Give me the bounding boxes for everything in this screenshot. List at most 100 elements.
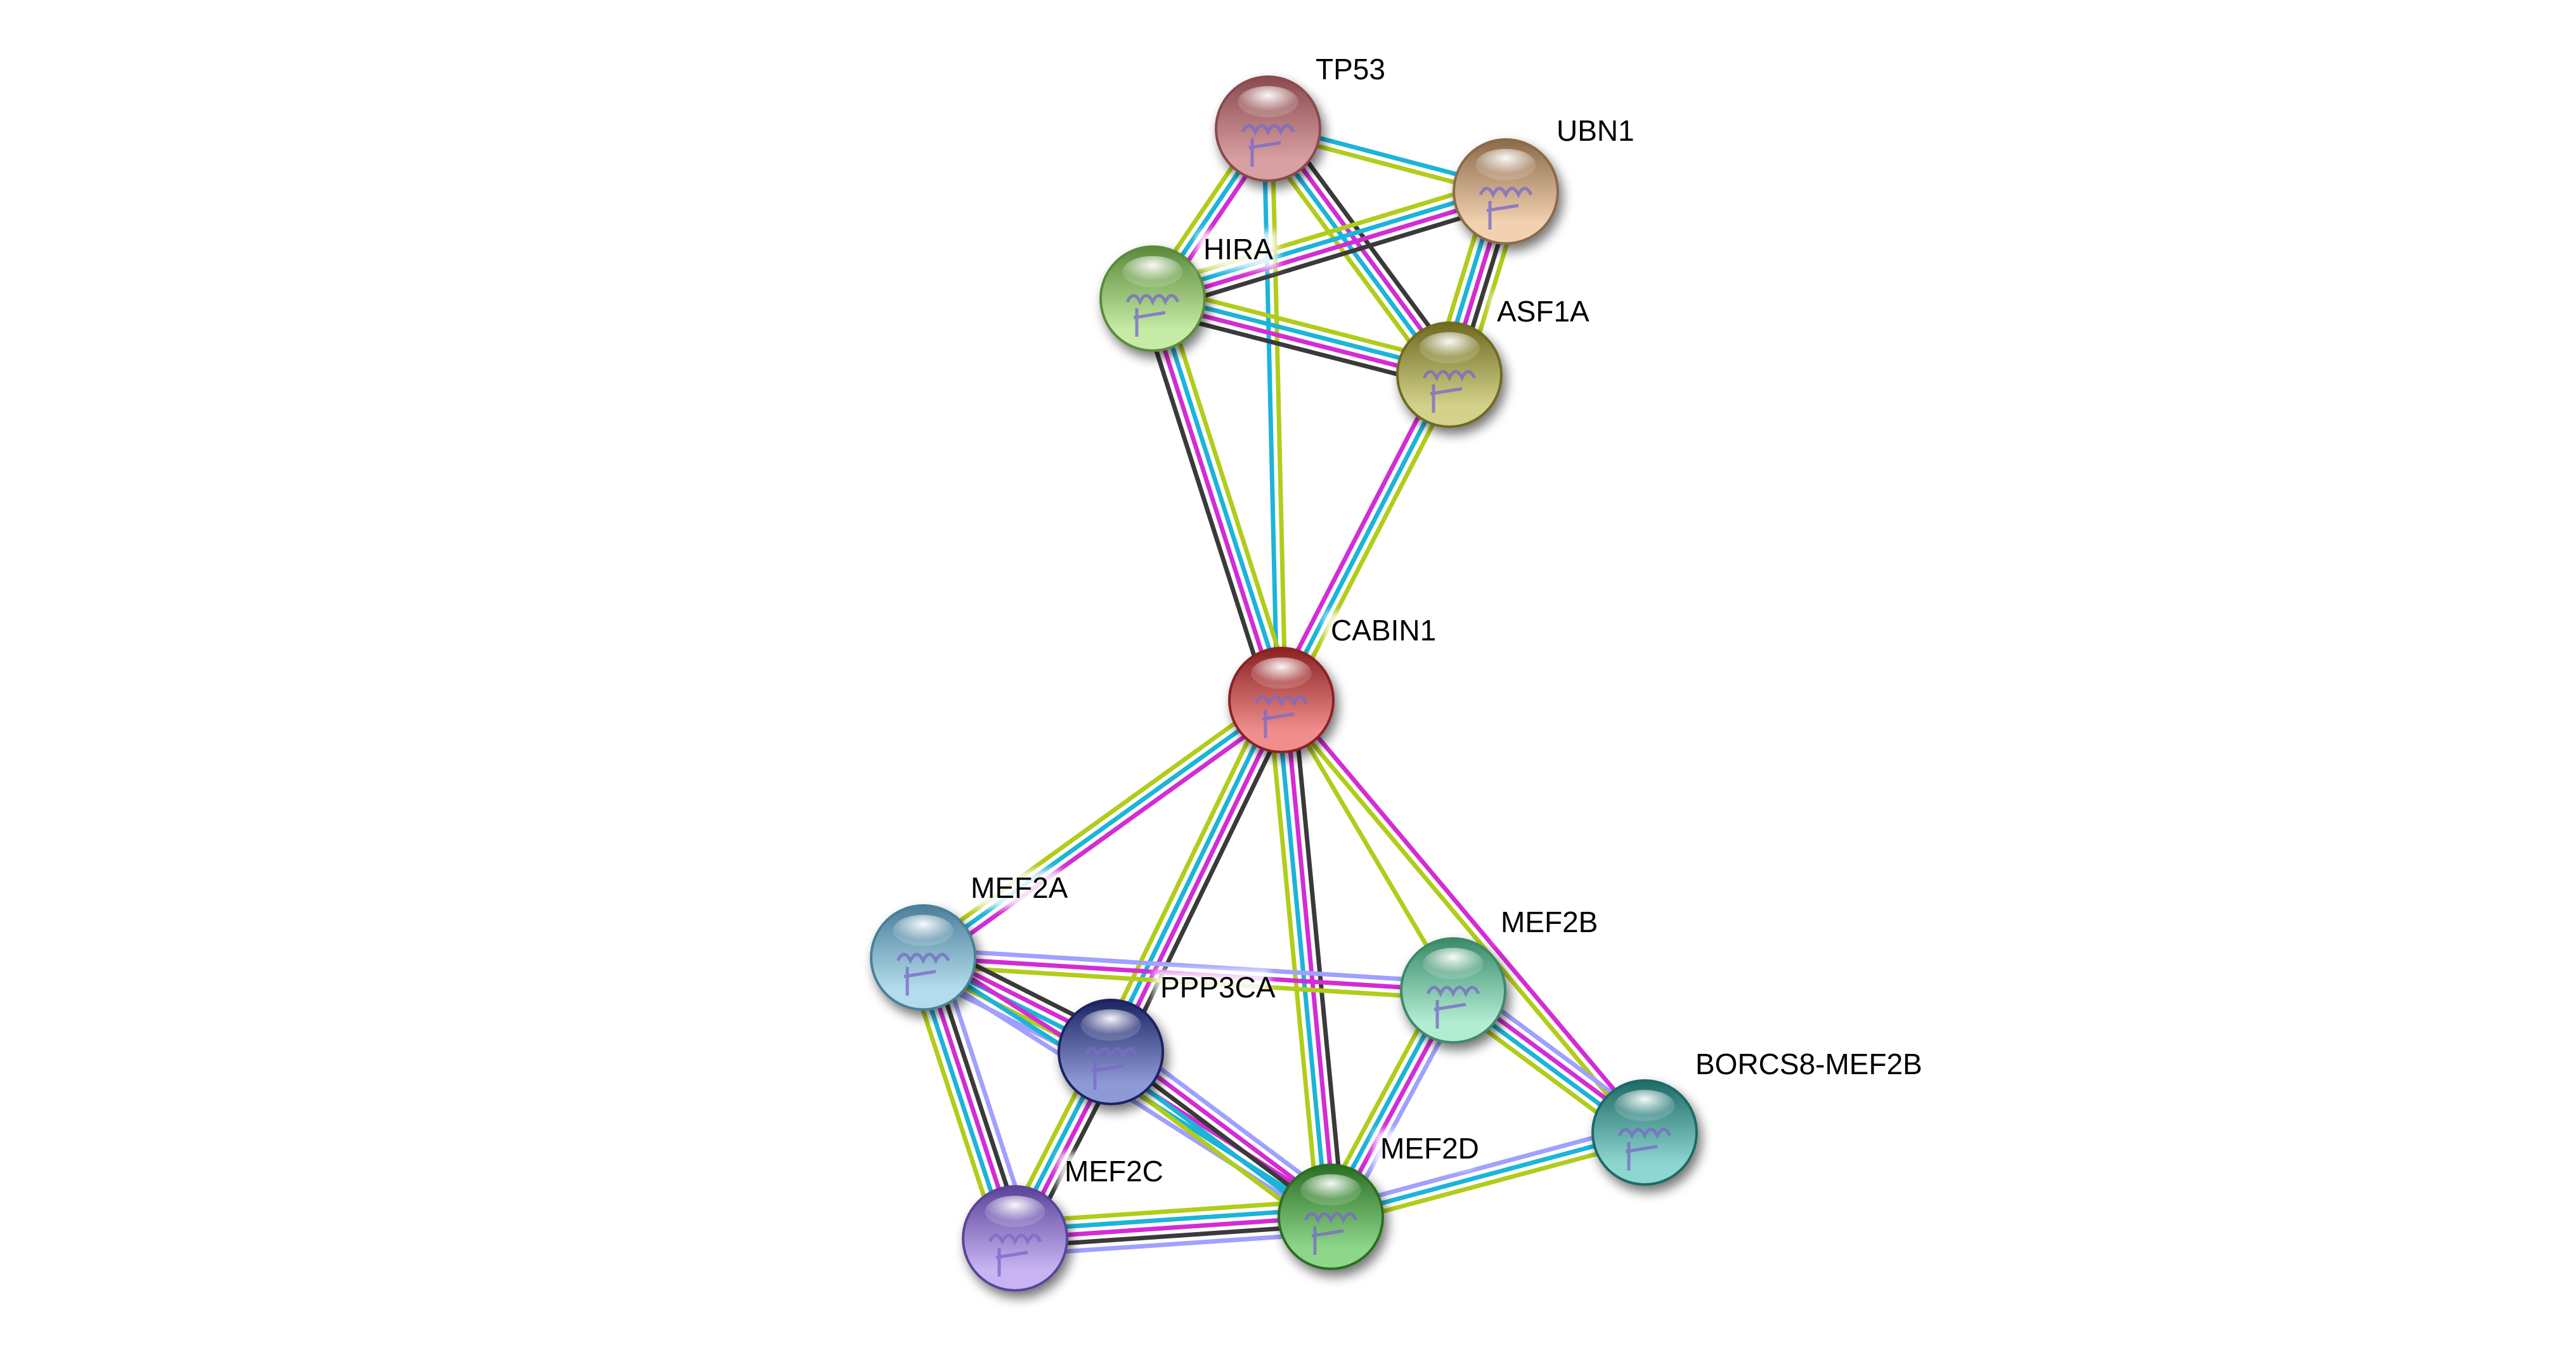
- node-gloss-highlight: [1122, 256, 1183, 287]
- protein-structure-icon: [1241, 124, 1295, 167]
- label-background: [1058, 1153, 1156, 1191]
- node-ppp3ca[interactable]: [1058, 999, 1164, 1105]
- node-label-group: MEF2D: [1374, 1131, 1479, 1169]
- edge-evidence-coexpression: [1120, 704, 1295, 1059]
- node-label: UBN1: [1557, 114, 1634, 147]
- edge-mef2d-borcs8-mef2b[interactable]: [1328, 1122, 1648, 1227]
- node-asf1a[interactable]: [1396, 321, 1503, 428]
- node-label: MEF2D: [1380, 1132, 1479, 1165]
- edge-evidence-textmining: [1332, 1138, 1648, 1227]
- protein-structure-icon: [896, 952, 950, 996]
- node-mef2c[interactable]: [962, 1185, 1068, 1292]
- edge-evidence-homology: [923, 947, 1454, 985]
- edge-evidence-database: [1262, 129, 1280, 701]
- edge-evidence-textmining: [1279, 699, 1456, 992]
- edge-evidence-coexpression: [1291, 698, 1345, 1216]
- edge-hira-cabin1[interactable]: [1139, 294, 1295, 705]
- label-background: [1374, 1131, 1472, 1169]
- edge-evidence-textmining: [917, 691, 1278, 953]
- edge-evidence-coexpression: [1155, 201, 1510, 313]
- edge-evidence-database: [1279, 373, 1452, 701]
- node-label-group: MEF2B: [1494, 904, 1598, 942]
- edge-cabin1-mef2d[interactable]: [1267, 698, 1345, 1219]
- label-background: [1324, 613, 1440, 651]
- node-mef2b[interactable]: [1400, 937, 1506, 1044]
- node-cabin1[interactable]: [1228, 647, 1335, 753]
- edge-evidence-textmining: [1013, 1198, 1330, 1224]
- node-ubn1[interactable]: [1453, 138, 1559, 245]
- node-label: HIRA: [1203, 233, 1273, 266]
- edge-evidence-experiment: [1283, 699, 1337, 1217]
- node-label: MEF2B: [1501, 905, 1598, 938]
- node-label: MEF2A: [971, 871, 1068, 904]
- node-gloss-highlight: [1080, 1009, 1141, 1041]
- node-label-group: MEF2A: [964, 870, 1068, 908]
- edge-evidence-database: [921, 698, 1283, 959]
- edge-evidence-database: [1105, 697, 1280, 1051]
- node-label-group: ASF1A: [1491, 294, 1589, 332]
- node-mef2a[interactable]: [870, 904, 976, 1011]
- node-label: PPP3CA: [1160, 971, 1276, 1004]
- edge-evidence-textmining: [1162, 294, 1295, 698]
- edge-evidence-coexpression: [1015, 1223, 1332, 1249]
- edge-evidence-experiment: [1112, 701, 1287, 1055]
- edge-cabin1-borcs8-mef2b[interactable]: [1276, 696, 1650, 1137]
- edge-evidence-homology: [1016, 1231, 1333, 1257]
- node-label-group: TP53: [1309, 51, 1390, 89]
- label-background: [1494, 904, 1593, 942]
- edge-evidence-database: [1154, 296, 1288, 700]
- edge-evidence-textmining: [1286, 377, 1459, 705]
- edge-evidence-experiment: [926, 704, 1288, 966]
- edge-tp53-cabin1[interactable]: [1262, 128, 1288, 701]
- node-gloss-highlight: [893, 914, 954, 946]
- protein-structure-icon: [1125, 294, 1180, 337]
- edge-evidence-experiment: [1272, 370, 1444, 698]
- label-background: [964, 870, 1063, 908]
- node-gloss-highlight: [1475, 148, 1536, 180]
- edge-evidence-textmining: [1269, 128, 1288, 700]
- node-label: TP53: [1316, 53, 1385, 86]
- node-label-group: MEF2C: [1058, 1153, 1163, 1191]
- edge-evidence-experiment: [1283, 696, 1650, 1132]
- edge-evidence-database: [1275, 700, 1330, 1217]
- node-gloss-highlight: [1251, 657, 1312, 689]
- node-hira[interactable]: [1099, 245, 1206, 352]
- node-gloss-highlight: [1300, 1174, 1361, 1205]
- node-label-group: BORCS8-MEF2B: [1689, 1046, 1922, 1084]
- edge-asf1a-cabin1[interactable]: [1272, 370, 1459, 705]
- node-label: BORCS8-MEF2B: [1695, 1048, 1922, 1081]
- node-borcs8-mef2b[interactable]: [1591, 1079, 1698, 1186]
- node-label-group: HIRA: [1197, 231, 1278, 269]
- node-label-group: CABIN1: [1324, 613, 1440, 651]
- node-gloss-highlight: [1419, 332, 1480, 363]
- edge-evidence-textmining: [1276, 701, 1643, 1137]
- edge-cabin1-ppp3ca[interactable]: [1097, 693, 1295, 1059]
- edge-evidence-textmining: [1267, 701, 1321, 1219]
- edge-evidence-coexpression: [1139, 301, 1272, 705]
- node-label: CABIN1: [1331, 614, 1436, 647]
- edge-evidence-experiment: [1153, 193, 1508, 305]
- edge-cabin1-mef2b[interactable]: [1279, 699, 1456, 992]
- node-gloss-highlight: [985, 1195, 1045, 1227]
- label-background: [1154, 970, 1269, 1008]
- node-tp53[interactable]: [1215, 75, 1321, 182]
- protein-structure-icon: [1426, 985, 1480, 1029]
- edge-evidence-database: [1151, 185, 1506, 297]
- label-background: [1689, 1046, 1907, 1084]
- edge-evidence-textmining: [1097, 693, 1272, 1048]
- node-label: ASF1A: [1497, 295, 1589, 328]
- protein-structure-icon: [1479, 186, 1533, 230]
- protein-structure-icon: [1617, 1127, 1672, 1171]
- node-mef2d[interactable]: [1278, 1164, 1384, 1270]
- protein-structure-icon: [1254, 695, 1309, 738]
- protein-structure-icon: [988, 1233, 1042, 1276]
- label-background: [1309, 51, 1390, 89]
- node-gloss-highlight: [1423, 947, 1484, 979]
- edge-evidence-experiment: [1146, 299, 1280, 703]
- node-label: MEF2C: [1065, 1155, 1163, 1188]
- label-background: [1197, 231, 1278, 269]
- label-background: [1550, 113, 1631, 151]
- edge-evidence-database: [1014, 1206, 1331, 1233]
- node-gloss-highlight: [1238, 86, 1298, 117]
- node-label-group: PPP3CA: [1154, 970, 1276, 1008]
